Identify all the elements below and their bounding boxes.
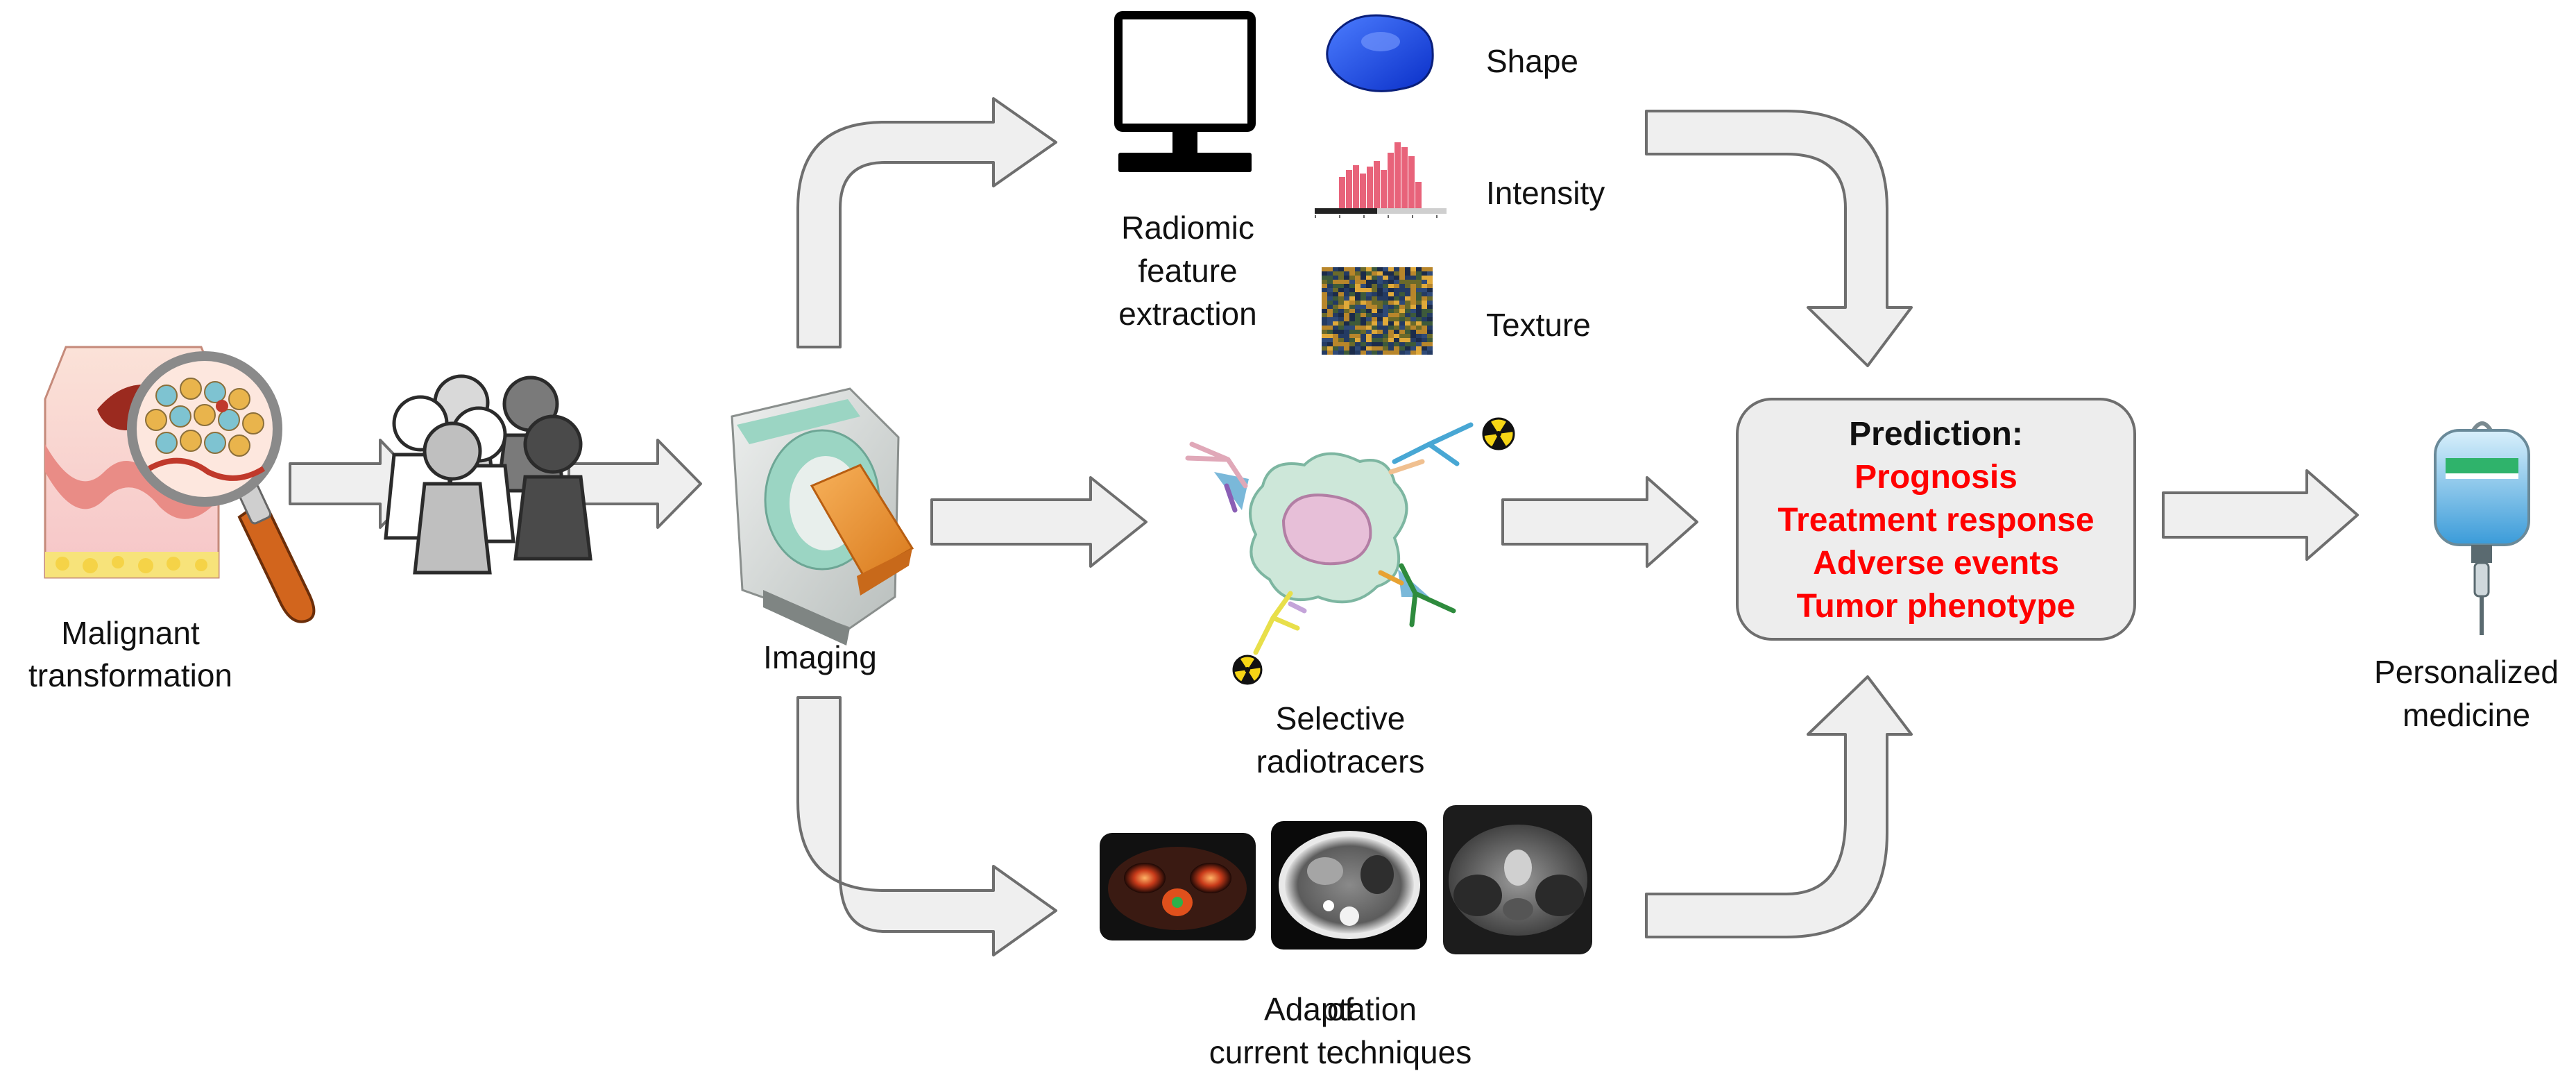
arrow-patients-to-imaging — [568, 439, 702, 529]
intensity-histogram-icon — [1315, 142, 1447, 218]
computer-monitor-icon — [1114, 11, 1256, 172]
prediction-item: Treatment response — [1777, 502, 2095, 539]
label-adaptation-line3: of current techniques — [1209, 991, 1472, 1073]
prediction-item: Tumor phenotype — [1796, 588, 2076, 625]
label-texture: Texture — [1486, 307, 1591, 343]
ct-scanner-icon — [731, 387, 914, 646]
label-adaptation-line1: Adaptation — [1264, 991, 1417, 1027]
label-imaging: Imaging — [763, 639, 877, 675]
label-shape: Shape — [1486, 43, 1579, 79]
label-personalized-line2: medicine — [2402, 697, 2531, 733]
arrow-imaging-to-techniques — [796, 696, 1057, 956]
prediction-item: Adverse events — [1813, 545, 2059, 582]
label-radiomic-line1: Radiomic — [1121, 210, 1254, 246]
prediction-box: Prediction: Prognosis Treatment response… — [1736, 398, 2136, 641]
tumor-shape-icon — [1326, 14, 1434, 92]
arrow-radiomics-to-prediction — [1645, 110, 1913, 367]
radiation-symbol-icon — [1482, 417, 1515, 450]
label-adaptation-line3-text: current techniques — [1209, 1034, 1472, 1070]
label-personalized-line1: Personalized — [2374, 654, 2559, 690]
label-adaptation-line2: of — [1327, 991, 1354, 1027]
label-selective-line2: radiotracers — [1256, 743, 1425, 779]
arrow-imaging-to-radiotracers — [930, 476, 1148, 568]
arrow-techniques-to-prediction — [1645, 675, 1913, 938]
label-radiomic-line3: extraction — [1118, 296, 1257, 332]
label-malignant-line2: transformation — [28, 657, 233, 693]
label-intensity: Intensity — [1486, 175, 1605, 211]
arrow-imaging-to-radiomics — [796, 97, 1057, 348]
label-selective-line1: Selective — [1275, 700, 1406, 736]
iv-drip-bag-icon — [2434, 421, 2530, 635]
cancer-cell-antibodies-icon — [1185, 417, 1515, 685]
label-radiomic-line2: feature — [1138, 253, 1238, 289]
radiation-symbol-icon — [1232, 655, 1263, 685]
mri-scan-image — [1443, 805, 1592, 954]
pet-scan-image — [1100, 833, 1256, 940]
prediction-title: Prediction: — [1849, 416, 2023, 453]
patient-group-icon — [384, 374, 592, 575]
skin-tissue-magnifier-icon — [44, 346, 316, 623]
arrow-prediction-to-medicine — [2162, 469, 2359, 561]
label-malignant-line1: Malignant — [61, 615, 200, 651]
ct-scan-image — [1271, 821, 1427, 950]
texture-map-icon — [1322, 267, 1433, 355]
arrow-radiotracers-to-prediction — [1501, 476, 1698, 568]
prediction-item: Prognosis — [1854, 459, 2018, 496]
